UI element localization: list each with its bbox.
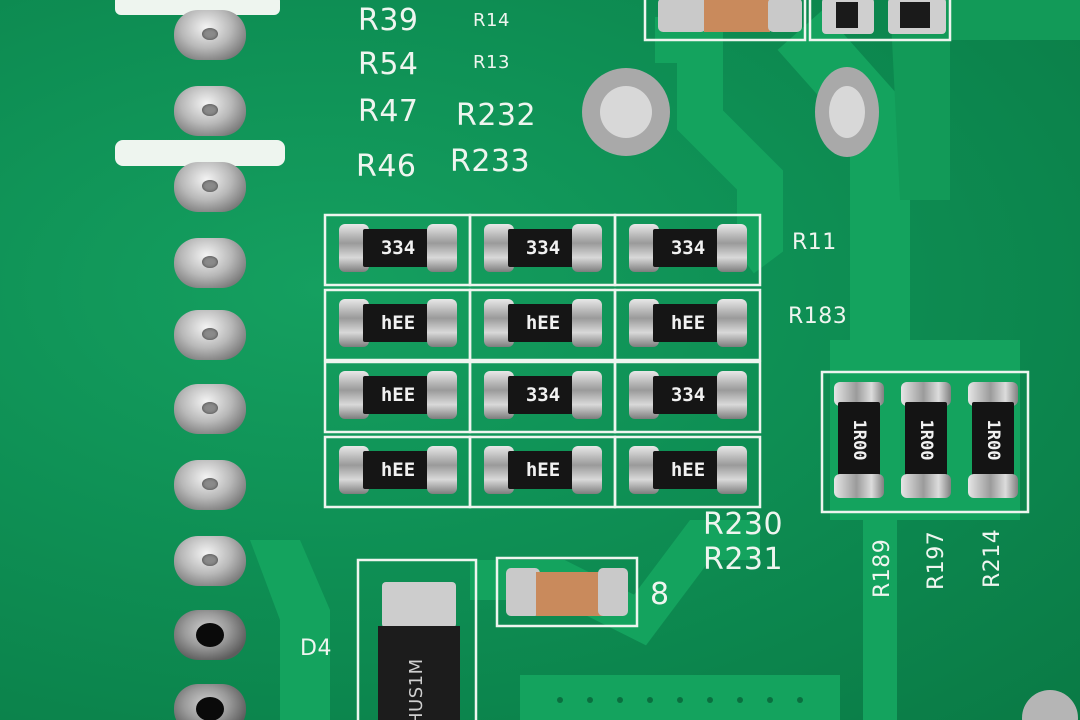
label-d4: D4 [300,636,332,661]
label-r11: R11 [792,230,837,255]
silk-bar-top [115,0,280,15]
solder-pad-8 [174,536,246,586]
resistor-r3c2: 334 [478,368,608,422]
resistor-r4c1: hEE [333,443,463,497]
label-r197: R197 [924,530,949,590]
label-r214: R214 [980,528,1005,588]
resistor-code: hEE [670,312,706,334]
solder-pad-1 [174,10,246,60]
silk-bar-mid [115,140,285,166]
label-r230: R230 [703,507,784,542]
label-eight: 8 [650,577,670,612]
via-large-1-inner [600,86,652,138]
diode-outline [356,558,478,720]
resistor-1r00-a: 1R00 [832,380,886,500]
top-cap-outline [643,0,807,42]
resistor-code: hEE [380,312,416,334]
trace-right [777,10,910,360]
diode-marking: HUS1M [406,658,427,720]
diode-lead [382,582,456,628]
solder-pad-5 [174,310,246,360]
resistor-code: hEE [380,384,416,406]
top-right-part-2-body [900,2,930,28]
resistor-code: 1R00 [849,419,869,461]
diode-body [378,626,460,720]
resistor-code: hEE [525,459,561,481]
resistor-1r00-b: 1R00 [899,380,953,500]
top-right-outline [808,0,952,42]
resistor-code: 334 [525,384,561,406]
label-r231: R231 [703,542,784,577]
resistor-r1c3: 334 [623,221,753,275]
label-r183: R183 [788,304,848,329]
resistor-r4c3: hEE [623,443,753,497]
top-right-part-1-body [836,2,858,28]
resistor-code: 334 [670,384,706,406]
lower-cap-outline [495,556,639,628]
resistor-r1c2: 334 [478,221,608,275]
resistor-code: 334 [380,237,416,259]
lower-capacitor-left-cap [506,568,540,616]
label-r14: R14 [473,10,510,31]
solder-pad-4 [174,238,246,288]
solder-pad-3 [174,162,246,212]
resistor-1r00-c: 1R00 [966,380,1020,500]
label-r39: R39 [358,3,419,38]
solder-pad-6 [174,384,246,434]
top-capacitor-body [704,0,770,32]
resistor-code: hEE [380,459,416,481]
resistor-code: hEE [525,312,561,334]
resistor-grid-outline [323,213,762,509]
label-r13: R13 [473,52,510,73]
label-r47: R47 [358,94,419,129]
resistor-code: 1R00 [983,419,1003,461]
resistor-r4c2: hEE [478,443,608,497]
resistor-r2c3: hEE [623,296,753,350]
resistor-code: hEE [670,459,706,481]
through-hole-1 [174,610,246,660]
resistor-r2c2: hEE [478,296,608,350]
via-row [557,697,803,703]
via-large-2-inner [829,86,865,138]
solder-pad-7 [174,460,246,510]
resistor-code: 1R00 [916,419,936,461]
resistor-code: 334 [525,237,561,259]
solder-pad-2 [174,86,246,136]
top-capacitor-left-cap [658,0,706,32]
label-r189: R189 [870,538,895,598]
resistor-r3c3: 334 [623,368,753,422]
label-r233: R233 [450,144,531,179]
lower-capacitor-right-cap [598,568,628,616]
resistor-r2c1: hEE [333,296,463,350]
resistor-r3c1: hEE [333,368,463,422]
resistor-r1c1: 334 [333,221,463,275]
vertical-resistor-outline [820,370,1030,514]
label-r46: R46 [356,149,417,184]
label-r232: R232 [456,98,537,133]
label-r54: R54 [358,47,419,82]
resistor-code: 334 [670,237,706,259]
trace-top-right [890,0,1080,200]
via-bottom-right [1022,690,1078,720]
top-capacitor-right-cap [768,0,802,32]
lower-capacitor-body [536,572,604,616]
trace-lower-left [250,540,330,720]
through-hole-2 [174,684,246,720]
